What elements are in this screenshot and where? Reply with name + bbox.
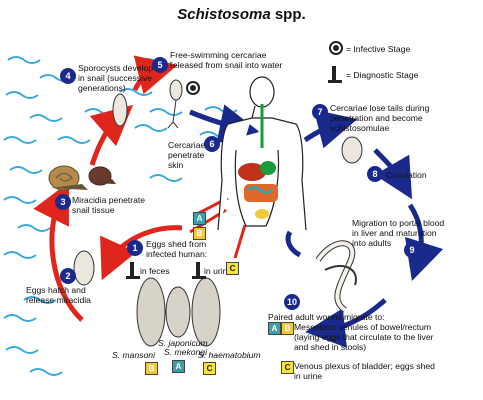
- egg-label-mansoni: S. mansoni: [112, 350, 155, 360]
- microscope-icons: [126, 66, 342, 279]
- badge-b-mansoni: B: [145, 362, 158, 375]
- diagram-title: Schistosoma spp.: [177, 6, 306, 23]
- badge-b-adults: B: [281, 322, 294, 335]
- step-6-text: Cercariae penetrate skin: [168, 140, 206, 170]
- step-5-number: 5: [152, 57, 168, 73]
- step-3-number: 3: [55, 194, 71, 210]
- step-9-text: Migration to portal blood in liver and m…: [352, 218, 445, 248]
- step-2-number: 2: [60, 268, 76, 284]
- badge-a-japonicum: A: [172, 360, 185, 373]
- legend-diagnostic: = Diagnostic Stage: [346, 70, 419, 80]
- badge-c-adults: C: [281, 361, 294, 374]
- egg-label-haematobium: S. haematobium: [198, 350, 261, 360]
- step-10-text: Paired adult worms migrate to:: [268, 312, 385, 322]
- step-2-text: Eggs hatch and release miracidia: [26, 285, 91, 305]
- badge-c-haematobium: C: [203, 362, 216, 375]
- badge-b-human: B: [193, 227, 206, 240]
- egg-drawings: [136, 277, 221, 347]
- step-7-text: Cercariae lose tails during penetration …: [330, 103, 430, 133]
- step-8-text: Circulation: [386, 170, 427, 180]
- step-1-feces: in feces: [140, 266, 170, 276]
- step-4-text: Sporocysts develop in snail (successive …: [78, 63, 153, 93]
- snails: [48, 165, 116, 191]
- step-7-number: 7: [312, 104, 328, 120]
- step-10-bowel-text: Mesenteric venules of bowel/rectum (layi…: [294, 322, 434, 352]
- egg-label-japonicum: S. japonicum: [158, 338, 208, 348]
- step-3-text: Miracidia penetrate snail tissue: [72, 195, 146, 215]
- legend-infective: = Infective Stage: [346, 44, 411, 54]
- step-1-text: Eggs shed from infected human:: [146, 239, 208, 259]
- step-1-number: 1: [127, 240, 143, 256]
- step-6-number: 6: [204, 136, 220, 152]
- step-10-number: 10: [284, 294, 300, 310]
- badge-c-human: C: [226, 262, 239, 275]
- step-9-number: 9: [404, 242, 420, 258]
- adult-worms: [315, 240, 357, 313]
- badge-a-human: A: [193, 212, 206, 225]
- step-10-bladder-text: Venous plexus of bladder; eggs shed in u…: [294, 361, 435, 381]
- egg-label-mekongi: S. mekongi: [164, 347, 207, 357]
- biohazard-icons: [186, 41, 343, 95]
- human-body: [217, 76, 307, 231]
- larval-stages: [73, 79, 363, 286]
- step-4-number: 4: [60, 68, 76, 84]
- step-1-urine: in urine: [204, 266, 233, 276]
- step-5-text: Free-swimming cercariae released from sn…: [170, 50, 283, 70]
- badge-a-adults: A: [268, 322, 281, 335]
- human-organs: [238, 104, 278, 219]
- step-8-number: 8: [367, 166, 383, 182]
